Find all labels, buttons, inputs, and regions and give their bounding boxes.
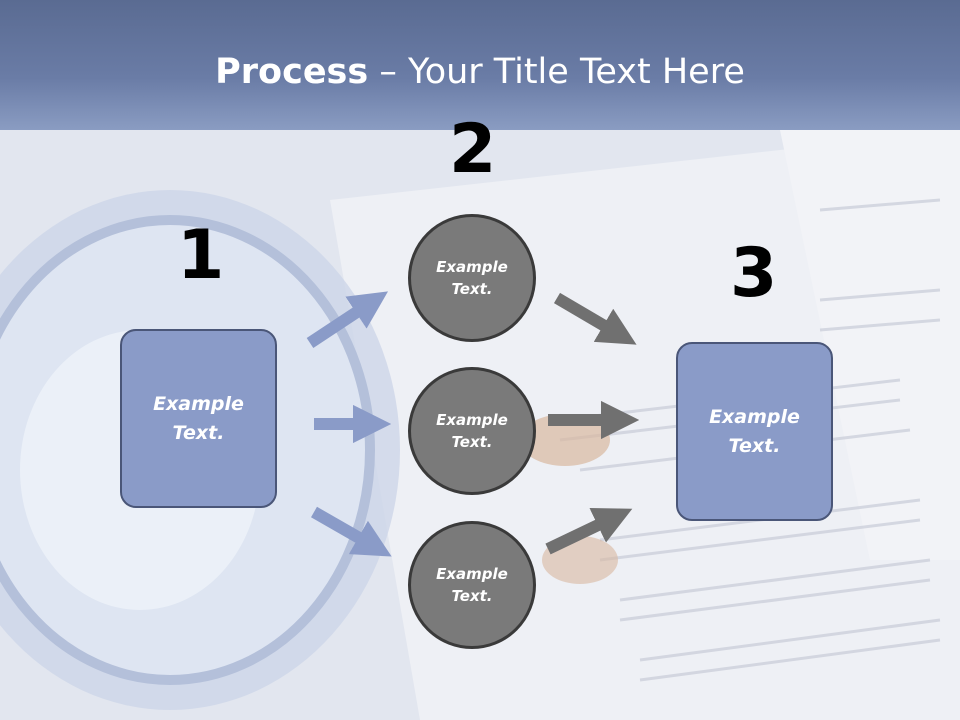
circle-bottom-line1: Example bbox=[436, 564, 508, 583]
slide-title: Process – Your Title Text Here bbox=[0, 52, 960, 92]
circle-top[interactable]: Example Text. bbox=[408, 214, 536, 342]
left-box-line2: Text. bbox=[172, 421, 225, 444]
circle-top-line1: Example bbox=[436, 257, 508, 276]
step-number-1: 1 bbox=[177, 216, 225, 295]
arrow-top-to-right bbox=[553, 292, 637, 345]
right-box-line1: Example bbox=[709, 406, 800, 428]
step-number-3: 3 bbox=[730, 234, 778, 313]
arrow-left-to-top bbox=[306, 291, 389, 349]
circle-middle-line1: Example bbox=[436, 410, 508, 429]
title-bold: Process bbox=[215, 52, 369, 92]
arrow-bottom-to-right bbox=[545, 507, 633, 555]
arrow-left-to-bottom bbox=[311, 506, 392, 557]
left-box-line1: Example bbox=[153, 393, 244, 415]
title-rest: – Your Title Text Here bbox=[368, 52, 745, 92]
circle-middle[interactable]: Example Text. bbox=[408, 367, 536, 495]
left-box[interactable]: Example Text. bbox=[120, 329, 277, 508]
circle-middle-line2: Text. bbox=[451, 433, 493, 451]
circle-top-line2: Text. bbox=[451, 280, 493, 298]
title-bar bbox=[0, 0, 960, 130]
right-box[interactable]: Example Text. bbox=[676, 342, 833, 521]
right-box-line2: Text. bbox=[728, 434, 781, 457]
circle-bottom-line2: Text. bbox=[451, 587, 493, 605]
circle-bottom[interactable]: Example Text. bbox=[408, 521, 536, 649]
step-number-2: 2 bbox=[449, 110, 497, 189]
